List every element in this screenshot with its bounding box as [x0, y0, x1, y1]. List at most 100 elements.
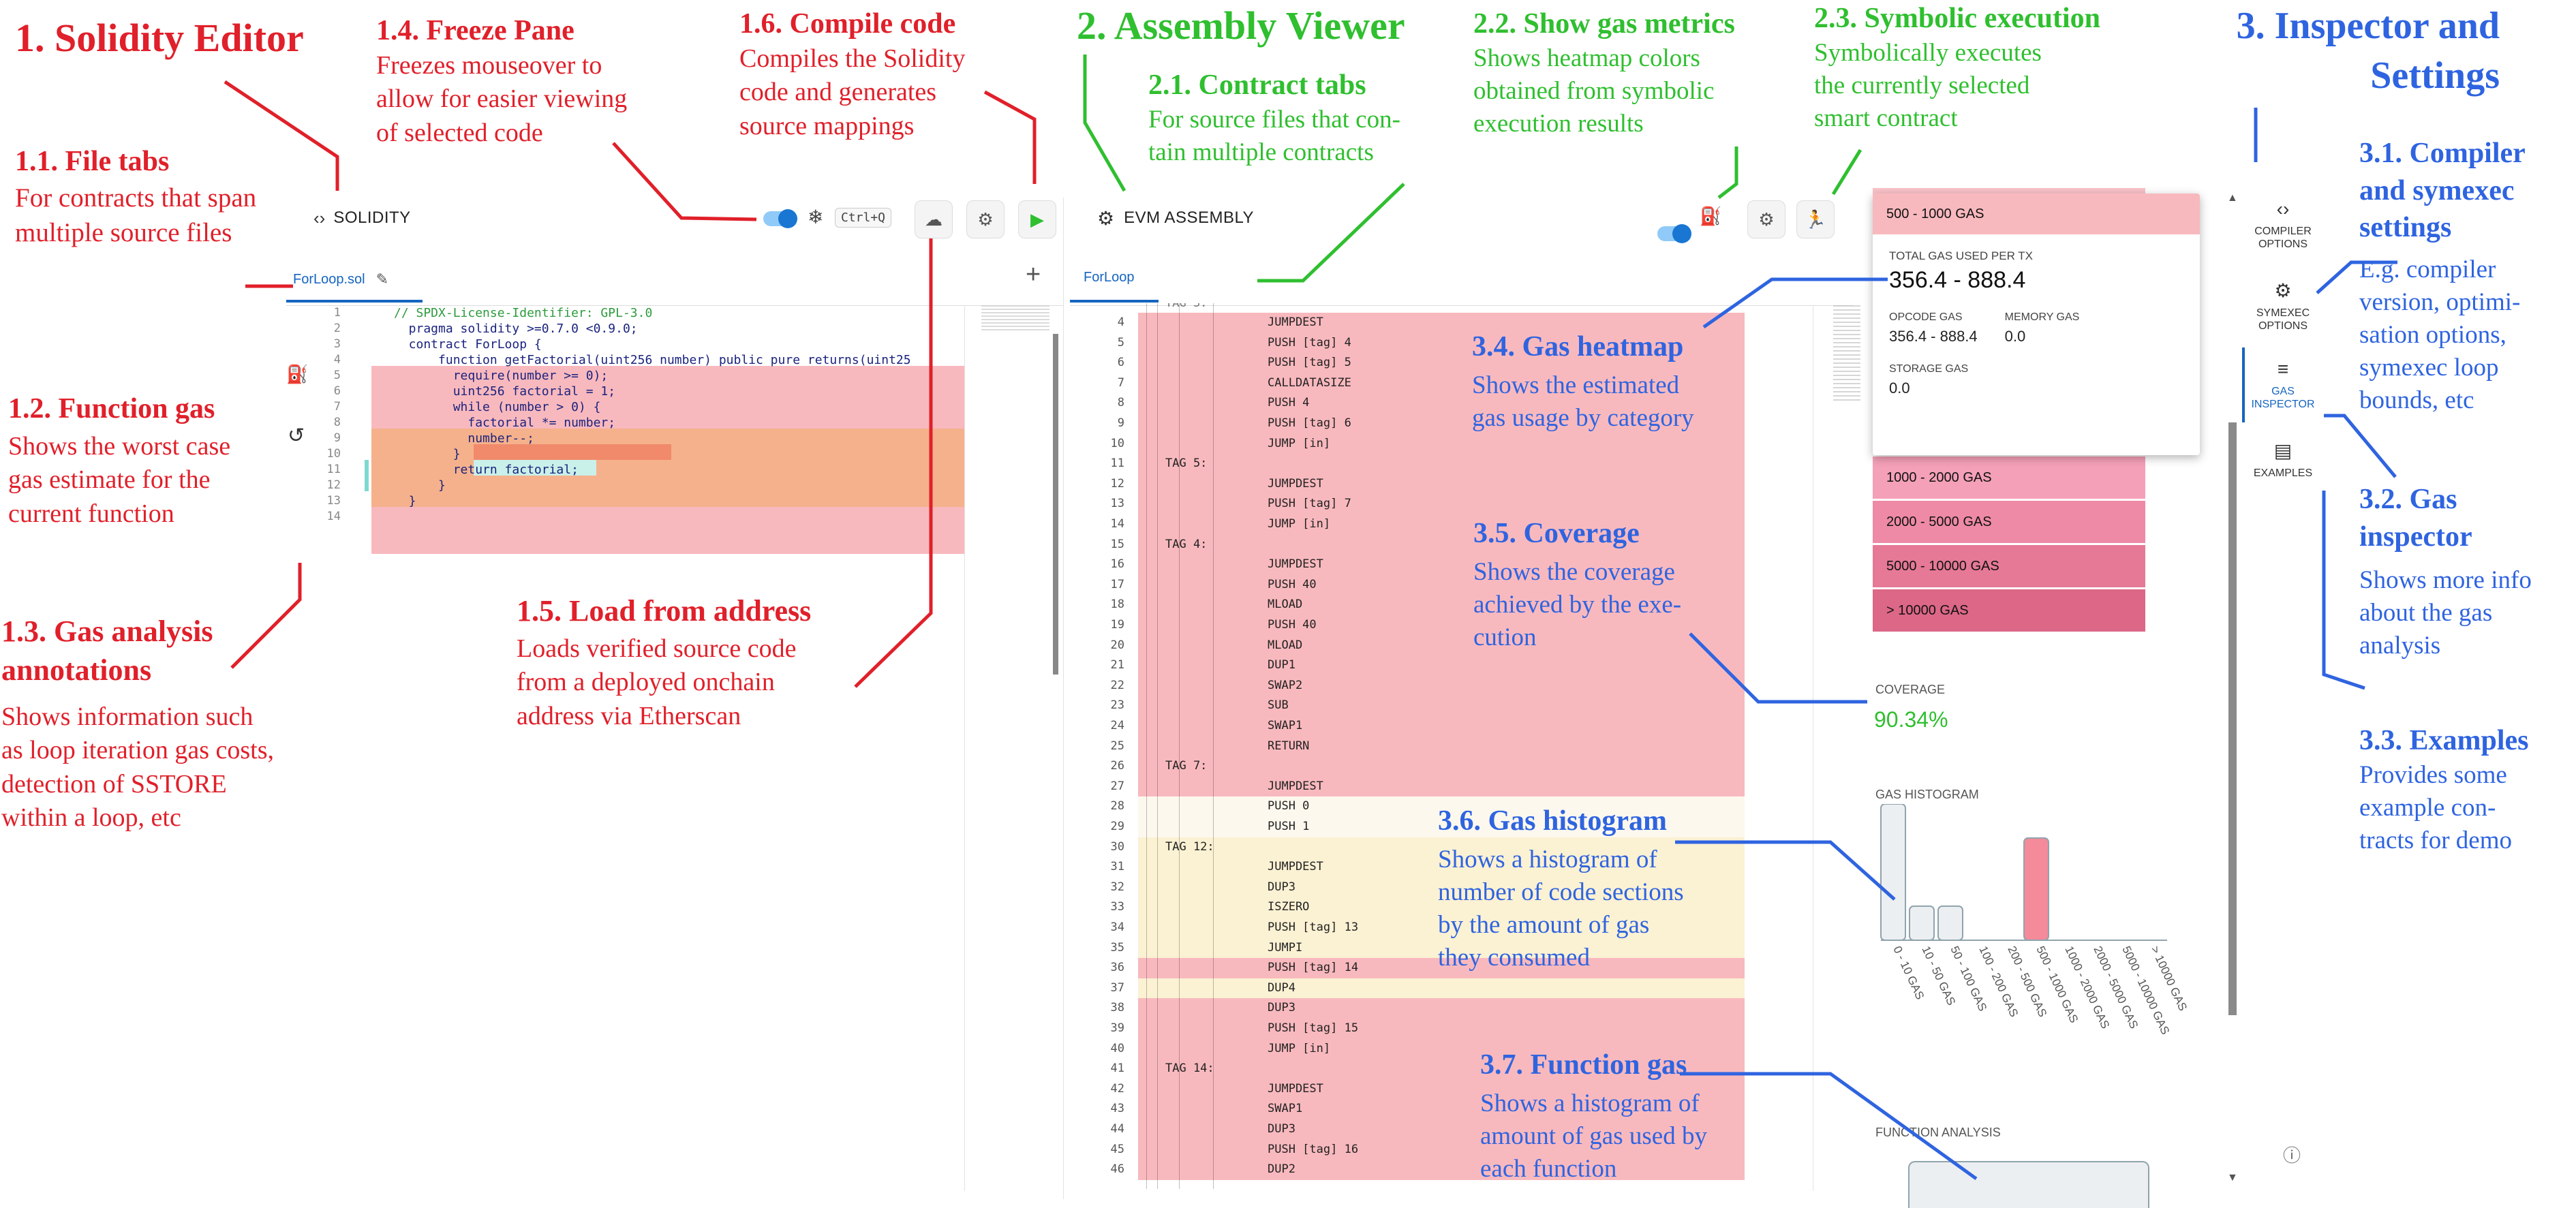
- asm-line-number: 33: [1110, 900, 1124, 914]
- asm-line-number: 35: [1110, 940, 1124, 955]
- asm-row-background: [1138, 776, 1745, 797]
- asm-instruction: TAG 14:: [1165, 1062, 1214, 1076]
- editor-line-number: 13: [326, 494, 341, 508]
- asm-row-background: [1138, 414, 1745, 434]
- ann-compile-code-title: 1.6. Compile code: [739, 8, 956, 40]
- add-file-icon[interactable]: +: [1026, 260, 1041, 289]
- asm-instruction: PUSH [tag] 5: [1268, 356, 1351, 370]
- asm-line-number: 45: [1110, 1142, 1124, 1156]
- asm-row-background: [1138, 635, 1745, 656]
- compile-button[interactable]: ▶: [1018, 200, 1056, 238]
- asm-row-background: [1138, 736, 1745, 757]
- asm-row-background: [1138, 1139, 1745, 1160]
- sidebar-item-gas-inspector[interactable]: ≡GAS INSPECTOR: [2228, 358, 2337, 411]
- ann-function-gas-body: Shows the worst case gas estimate for th…: [8, 432, 231, 528]
- contract-tab-underline: [1070, 300, 1159, 303]
- editor-line-number: 7: [333, 400, 341, 414]
- ann-function-gas-hist-title: 3.7. Function gas: [1480, 1049, 1687, 1081]
- histogram-bar[interactable]: [1880, 804, 1906, 941]
- asm-row-background: [1138, 998, 1745, 1019]
- asm-line-number: 44: [1110, 1122, 1124, 1136]
- asm-instruction: TAG 12:: [1165, 839, 1214, 854]
- gear-icon: ⚙: [977, 208, 994, 230]
- asm-row-background: [1138, 918, 1745, 938]
- sidebar-item-compiler-options[interactable]: ‹›COMPILER OPTIONS: [2228, 198, 2337, 251]
- asm-row-background: [1138, 696, 1745, 717]
- asm-row-background: [1138, 1059, 1745, 1080]
- asm-line-number: 30: [1110, 839, 1124, 854]
- asm-instruction: PUSH 1: [1268, 820, 1310, 833]
- histogram-bar[interactable]: [1937, 905, 1963, 941]
- inspector-scrollbar[interactable]: [2228, 422, 2237, 1015]
- asm-line-number: 38: [1110, 1001, 1124, 1015]
- asm-instruction: DUP1: [1268, 658, 1295, 672]
- asm-instruction: PUSH 40: [1268, 618, 1317, 632]
- asm-row-background: [1138, 534, 1745, 555]
- memory-gas-label: MEMORY GAS: [2004, 311, 2080, 323]
- asm-row-background: [1138, 433, 1745, 454]
- asm-row-background: [1138, 837, 1745, 858]
- gas-metrics-toggle[interactable]: [1657, 224, 1691, 243]
- solidity-label: SOLIDITY: [333, 208, 411, 227]
- inspector-scroll-down[interactable]: ▼: [2227, 1172, 2238, 1183]
- asm-row-background: [1138, 958, 1745, 979]
- sidebar-item-symexec-options[interactable]: ⚙SYMEXEC OPTIONS: [2228, 279, 2337, 332]
- asm-instruction: TAG 4:: [1165, 537, 1208, 551]
- symbolic-execution-button[interactable]: 🏃: [1796, 200, 1835, 238]
- editor-code-line: factorial *= number;: [394, 416, 616, 430]
- undo-icon[interactable]: ↺: [288, 424, 305, 447]
- asm-instruction: JUMP [in]: [1268, 436, 1331, 450]
- asm-line-number: 17: [1110, 577, 1124, 591]
- ann-gas-inspector-body: Shows more info about the gas analysis: [2359, 566, 2532, 660]
- ann-load-address-body: Loads verified source code from a deploy…: [517, 634, 797, 730]
- asm-row-background: [1138, 313, 1745, 333]
- file-tab[interactable]: ForLoop.sol ✎: [293, 266, 388, 293]
- inspector-scroll-up[interactable]: ▲: [2227, 192, 2238, 204]
- ann-file-tabs-title: 1.1. File tabs: [15, 146, 170, 177]
- asm-instruction: TAG 5:: [1165, 456, 1208, 471]
- asm-indent-guide: [1157, 303, 1158, 1189]
- ann-coverage-body: Shows the coverage achieved by the exe- …: [1473, 558, 1682, 652]
- ann-compile-code-body: Compiles the Solidity code and generates…: [739, 44, 966, 140]
- sidebar-item-examples[interactable]: ▤EXAMPLES: [2228, 439, 2337, 480]
- ann-freeze-pane-body: Freezes mouseover to allow for easier vi…: [376, 51, 628, 147]
- asm-instruction: CALLDATASIZE: [1268, 375, 1351, 390]
- asm-instruction: JUMP [in]: [1268, 1041, 1331, 1055]
- ann-gas-heatmap-title: 3.4. Gas heatmap: [1472, 331, 1684, 362]
- editor-code-line: uint256 factorial = 1;: [394, 384, 616, 399]
- editor-code-line: }: [394, 447, 461, 461]
- asm-instruction: SWAP1: [1268, 719, 1303, 732]
- load-from-address-button[interactable]: ☁: [915, 200, 953, 238]
- opcode-gas-label: OPCODE GAS: [1889, 311, 1963, 323]
- gas-pump-icon[interactable]: ⛽: [286, 364, 309, 384]
- asm-row-background: [1138, 1099, 1745, 1120]
- asm-row-background: [1138, 393, 1745, 414]
- histogram-bar[interactable]: [2023, 837, 2049, 941]
- ann-show-gas-metrics-body: Shows heatmap colors obtained from symbo…: [1473, 44, 1715, 138]
- asm-instruction: JUMP [in]: [1268, 517, 1331, 531]
- editor-scrollbar[interactable]: [1053, 334, 1058, 675]
- asm-row-background: [1138, 1079, 1745, 1100]
- asm-row-background: [1138, 454, 1745, 475]
- asm-line-number: 23: [1110, 698, 1124, 713]
- asm-row-background: [1138, 615, 1745, 636]
- asm-instruction: JUMPDEST: [1268, 476, 1323, 491]
- asm-line-number: 22: [1110, 678, 1124, 692]
- asm-line-number: 14: [1110, 517, 1124, 531]
- info-icon[interactable]: ⓘ: [2283, 1145, 2301, 1166]
- assembly-settings-button[interactable]: ⚙: [1747, 200, 1785, 238]
- editor-settings-button[interactable]: ⚙: [966, 200, 1005, 238]
- editor-code-line: }: [394, 494, 416, 508]
- histogram-bar[interactable]: [1909, 905, 1935, 941]
- asm-line-number: 15: [1110, 537, 1124, 551]
- asm-instruction: PUSH [tag] 6: [1268, 416, 1351, 430]
- ann-file-tabs-body: For contracts that span multiple source …: [15, 183, 257, 247]
- editor-code-line: function getFactorial(uint256 number) pu…: [394, 353, 911, 367]
- legend-row: 5000 - 10000 GAS: [1873, 545, 2145, 587]
- asm-line-number: 37: [1110, 980, 1124, 995]
- contract-tab[interactable]: ForLoop: [1084, 270, 1135, 285]
- assembly-minimap: [1833, 305, 1860, 401]
- freeze-pane-toggle[interactable]: [763, 209, 797, 228]
